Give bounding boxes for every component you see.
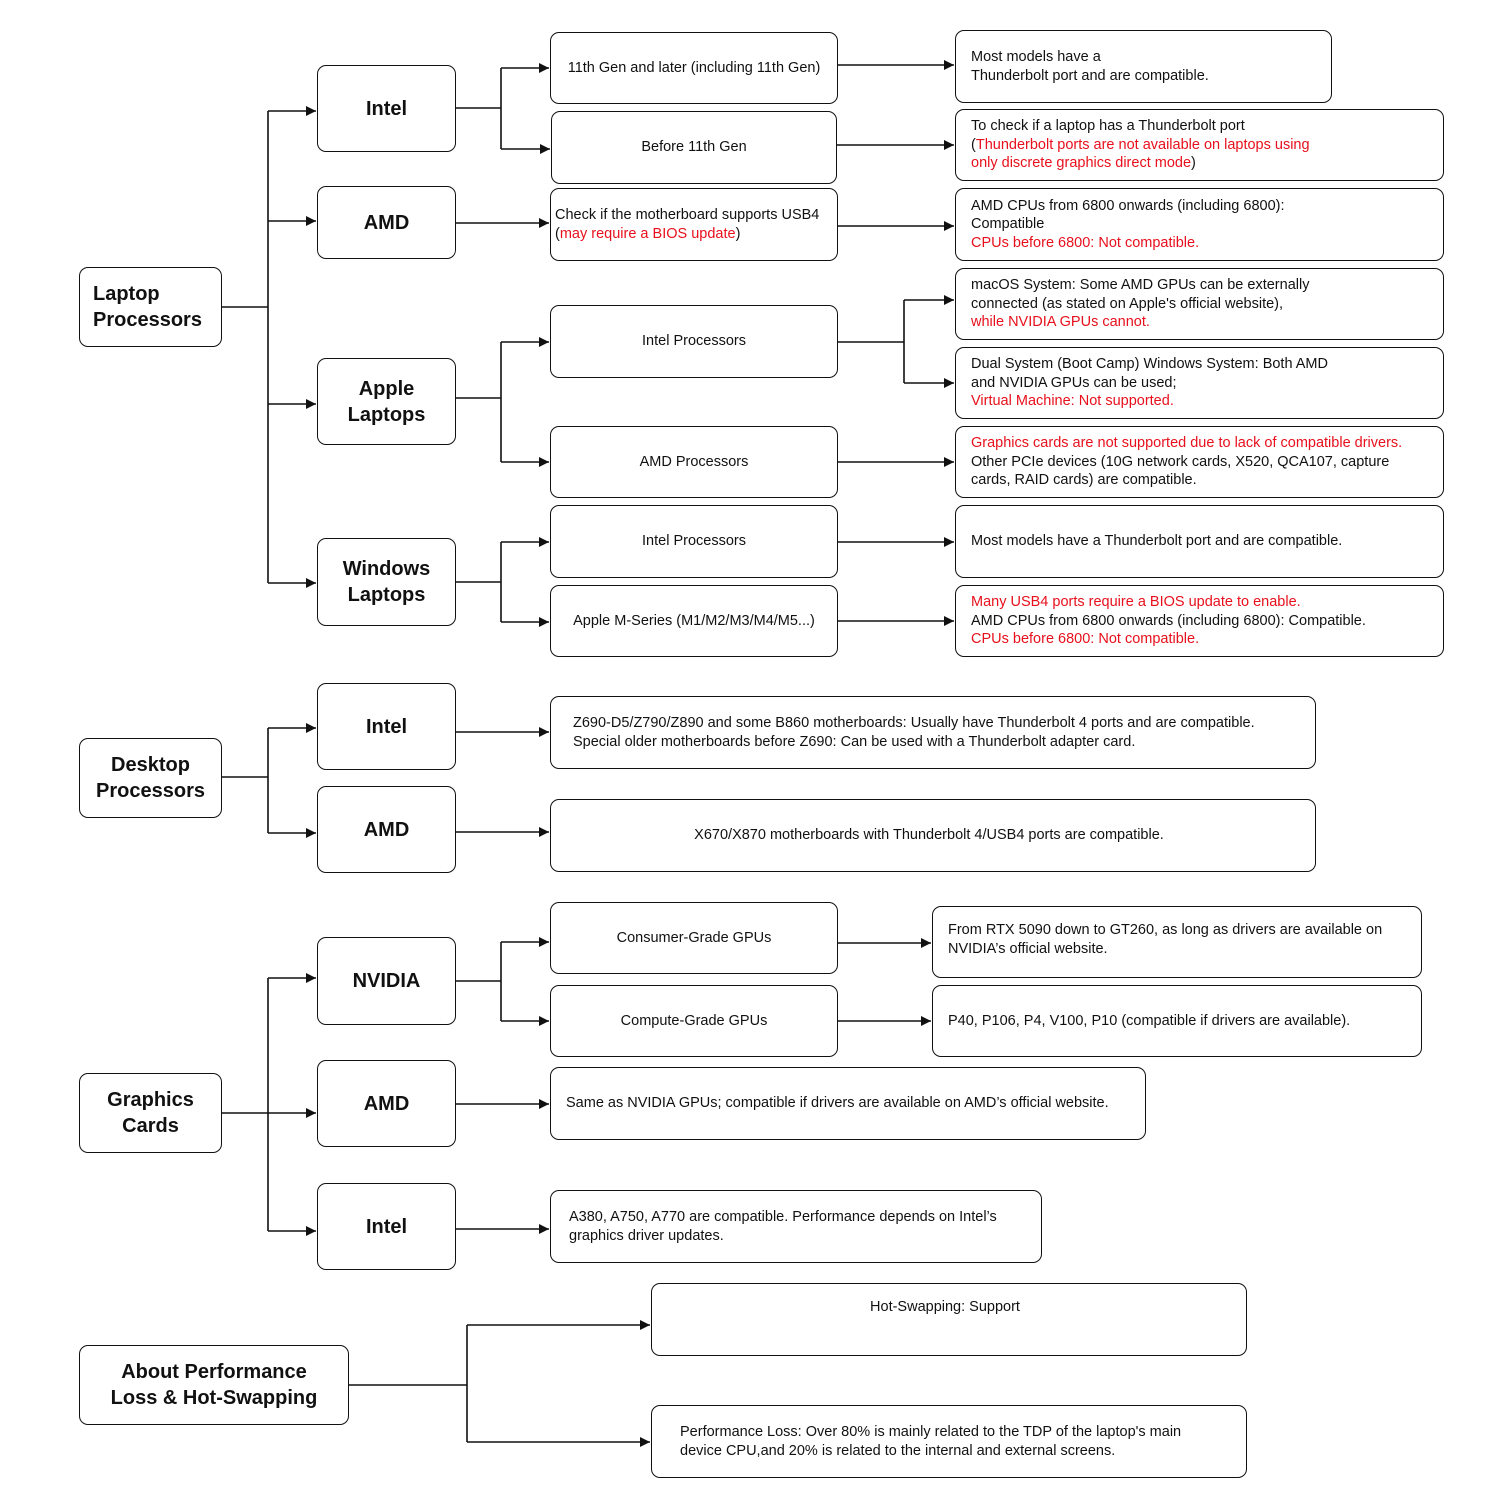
laptop-intel-node: Intel	[317, 65, 456, 152]
nvidia-consumer-gpus-node: Consumer-Grade GPUs	[550, 902, 838, 974]
performance-loss-result: Performance Loss: Over 80% is mainly rel…	[651, 1405, 1247, 1478]
hot-swapping-result: Hot-Swapping: Support	[651, 1283, 1247, 1356]
apple-amd-processors-node: AMD Processors	[550, 426, 838, 498]
connector-windows-fork	[455, 542, 502, 622]
gpu-intel-node: Intel	[317, 1183, 456, 1270]
apple-bootcamp-result: Dual System (Boot Camp) Windows System: …	[955, 347, 1444, 419]
apple-intel-processors-node: Intel Processors	[550, 305, 838, 378]
apple-m-series-result: Many USB4 ports require a BIOS update to…	[955, 585, 1444, 657]
connector-nvidia-fork	[455, 942, 502, 1021]
desktop-amd-result: X670/X870 motherboards with Thunderbolt …	[550, 799, 1316, 872]
gpu-nvidia-node: NVIDIA	[317, 937, 456, 1025]
intel-before-11th-gen-node: Before 11th Gen	[551, 111, 837, 184]
intel-before-11th-gen-result: To check if a laptop has a Thunderbolt p…	[955, 109, 1444, 181]
windows-intel-processors-node: Intel Processors	[550, 505, 838, 578]
apple-amd-result: Graphics cards are not supported due to …	[955, 426, 1444, 498]
gpu-intel-result: A380, A750, A770 are compatible. Perform…	[550, 1190, 1042, 1263]
apple-macos-result: macOS System: Some AMD GPUs can be exter…	[955, 268, 1444, 340]
desktop-intel-result: Z690-D5/Z790/Z890 and some B860 motherbo…	[550, 696, 1316, 769]
nvidia-compute-gpus-node: Compute-Grade GPUs	[550, 985, 838, 1057]
laptop-amd-node: AMD	[317, 186, 456, 259]
nvidia-consumer-result: From RTX 5090 down to GT260, as long as …	[932, 906, 1422, 978]
desktop-intel-node: Intel	[317, 683, 456, 770]
connector-gpu-trunk	[221, 978, 269, 1231]
connector-intel-fork	[455, 68, 502, 149]
connector-apple-intel-fork	[838, 300, 905, 383]
amd-usb4-check-node: Check if the motherboard supports USB4 (…	[550, 188, 838, 261]
gpu-amd-node: AMD	[317, 1060, 456, 1147]
gpu-amd-result: Same as NVIDIA GPUs; compatible if drive…	[550, 1067, 1146, 1140]
desktop-amd-node: AMD	[317, 786, 456, 873]
amd-usb4-result: AMD CPUs from 6800 onwards (including 68…	[955, 188, 1444, 261]
connector-perf-trunk	[349, 1325, 468, 1442]
apple-m-series-node: Apple M-Series (M1/M2/M3/M4/M5...)	[550, 585, 838, 657]
connector-apple-fork	[455, 342, 502, 462]
intel-11th-gen-node: 11th Gen and later (including 11th Gen)	[550, 32, 838, 104]
connector-desktop-trunk	[221, 728, 269, 833]
nvidia-compute-result: P40, P106, P4, V100, P10 (compatible if …	[932, 985, 1422, 1057]
windows-intel-result: Most models have a Thunderbolt port and …	[955, 505, 1444, 578]
